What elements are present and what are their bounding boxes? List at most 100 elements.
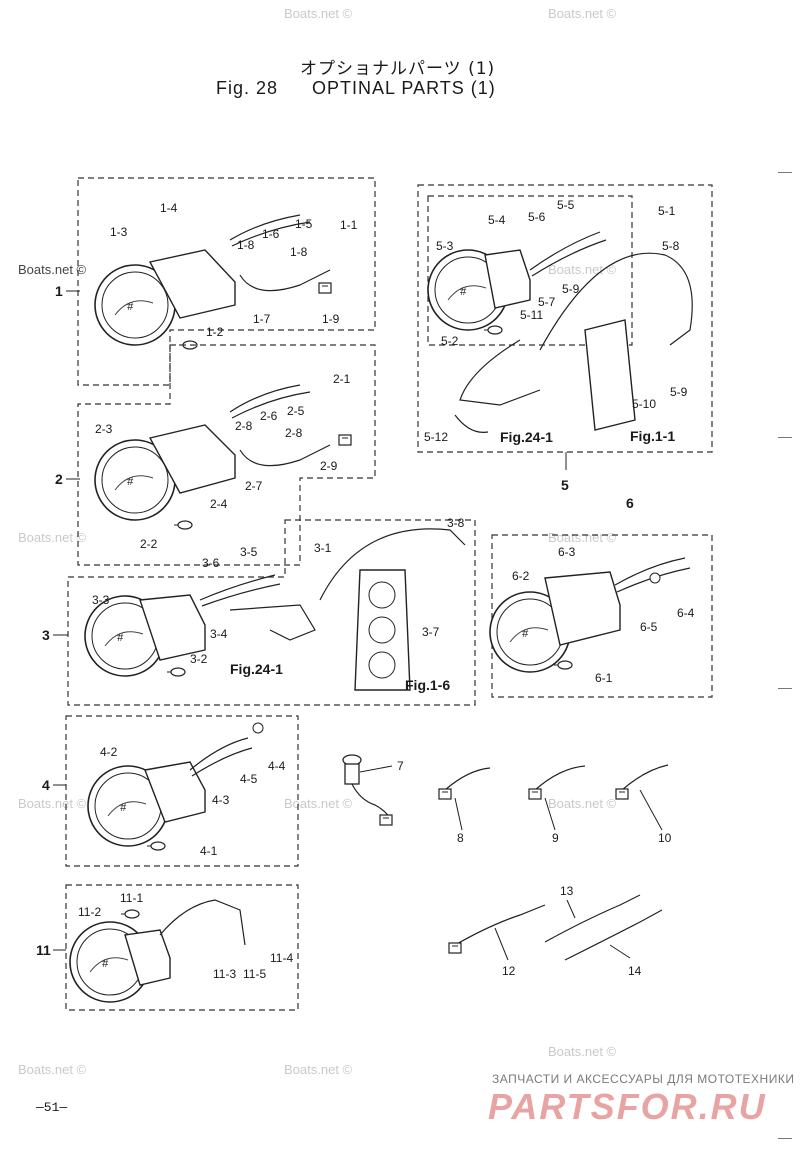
part-label: 1-7 [253, 312, 271, 326]
watermark: Boats.net © [548, 796, 617, 811]
part-label: 5-2 [441, 334, 459, 348]
section-number: 11 [36, 942, 51, 958]
part-label: 2-1 [333, 372, 351, 386]
part-label: 2-5 [287, 404, 305, 418]
watermark: Boats.net © [548, 6, 617, 21]
part-label: 4-2 [100, 745, 118, 759]
part-label: 1-5 [295, 217, 313, 231]
watermark: Boats.net © [284, 1062, 353, 1077]
part-label: 12 [502, 964, 516, 978]
part-label: 11-1 [120, 891, 143, 905]
scan-mark [778, 1138, 792, 1139]
part-label: 3-5 [240, 545, 258, 559]
wire-2-7 [239, 444, 331, 467]
gauge-body-5 [484, 249, 531, 309]
gauge-body-6 [544, 571, 621, 646]
fig-reference: Fig.1-6 [405, 677, 450, 693]
part-label: 1-3 [110, 225, 128, 239]
part-label: 2-8 [235, 419, 253, 433]
part-label: 5-9 [670, 385, 688, 399]
engine-block-fig-1-6 [354, 569, 411, 691]
part-12-harness [448, 904, 546, 961]
part-label: 13 [560, 884, 574, 898]
scan-mark [778, 688, 792, 689]
part-label: 3-8 [447, 516, 465, 530]
part-label: 10 [658, 831, 672, 845]
section-number: 5 [561, 477, 569, 493]
section-11-border [65, 884, 299, 1011]
part-label: 7 [397, 759, 404, 773]
engine-block-fig-1-1 [584, 319, 636, 431]
wire-1-7 [239, 269, 331, 292]
bulb-11-1 [120, 909, 140, 919]
part-label: 2-6 [260, 409, 278, 423]
part-label: 5-4 [488, 213, 506, 227]
part-label: 5-12 [424, 430, 448, 444]
section-3: 3 3-1 3-2 3-3 3-4 3-5 3-6 3-7 3-8 Fig.24… [42, 516, 476, 706]
harness-5 [459, 339, 541, 406]
part-label: 1-2 [206, 325, 224, 339]
section-6-border [491, 534, 713, 698]
fig-reference: Fig.24-1 [500, 429, 553, 445]
part-label: 3-3 [92, 593, 110, 607]
connector-2-9 [338, 434, 352, 446]
gauge-body-11 [124, 929, 171, 986]
bulb-2-2 [173, 520, 193, 530]
part-label: 11-3 [213, 967, 236, 981]
section-6: 6 6-1 6-2 6-3 6-4 6-5 [489, 495, 713, 698]
section-number: 3 [42, 627, 50, 643]
part-label: 6-3 [558, 545, 576, 559]
part-label: 3-6 [202, 556, 220, 570]
watermark: Boats.net © [18, 796, 87, 811]
wire-bundle-1 [229, 214, 311, 247]
bracket-11-3 [159, 899, 246, 946]
cable-5-8 [539, 252, 693, 351]
part-14-harness [564, 909, 663, 961]
gauge-body-1 [148, 249, 236, 319]
part-label: 1-8 [237, 238, 255, 252]
part-label: 1-8 [290, 245, 308, 259]
part-label: 1-4 [160, 201, 178, 215]
page-number: —51— [36, 1100, 68, 1115]
gauge-body-4 [144, 761, 206, 823]
section-11: 11 11-1 11-2 11-3 11-4 11-5 [36, 884, 299, 1011]
scan-mark [778, 437, 792, 438]
part-10-harness [615, 764, 669, 831]
watermark: Boats.net © [284, 796, 353, 811]
section-1-border [77, 177, 376, 386]
part-label: 6-4 [677, 606, 695, 620]
part-label: 5-9 [562, 282, 580, 296]
part-label: 9 [552, 831, 559, 845]
title-japanese: オプショナルパーツ (1) [300, 59, 496, 79]
part-label: 5-7 [538, 295, 556, 309]
part-label: 5-10 [632, 397, 656, 411]
section-number: 1 [55, 283, 63, 299]
part-label: 3-4 [210, 627, 228, 641]
bulb-5-2 [483, 325, 503, 335]
wire-bundle-3 [199, 574, 281, 607]
part-label: 1-6 [262, 227, 280, 241]
nut-6-4 [649, 572, 661, 584]
section-number: 6 [626, 495, 634, 511]
wire-bundle-4 [189, 737, 253, 777]
scan-mark [778, 172, 792, 173]
part-label: 2-2 [140, 537, 158, 551]
part-label: 4-3 [212, 793, 230, 807]
part-label: 2-8 [285, 426, 303, 440]
watermark: Boats.net © [18, 530, 87, 545]
part-label: 2-4 [210, 497, 228, 511]
part-8-harness [438, 767, 491, 831]
bracket-3 [229, 604, 316, 641]
part-9-harness [528, 765, 586, 831]
single-parts: 7 8 9 10 [342, 754, 672, 978]
part-label: 1-9 [322, 312, 340, 326]
watermark: Boats.net © [18, 1062, 87, 1077]
part-label: 2-9 [320, 459, 338, 473]
part-7-switch [342, 754, 393, 826]
cable-3-8 [319, 528, 466, 601]
fig-reference: Fig.24-1 [230, 661, 283, 677]
watermark: Boats.net © [18, 262, 87, 277]
fig-reference: Fig.1-1 [630, 428, 675, 444]
section-5-inner-border [427, 195, 633, 346]
